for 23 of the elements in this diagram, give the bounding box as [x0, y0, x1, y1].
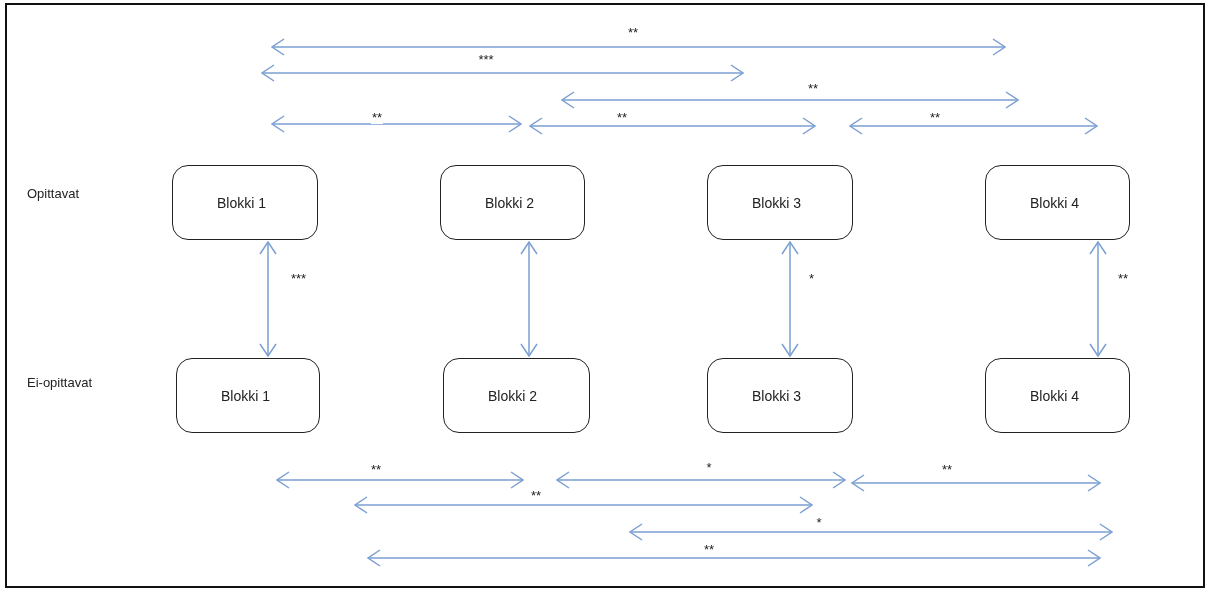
box-label: Blokki 2 [488, 387, 538, 404]
box-label: Blokki 4 [1030, 194, 1080, 211]
box-label: Blokki 4 [1030, 387, 1080, 404]
rounded-box [707, 358, 853, 433]
box-label: Blokki 1 [217, 194, 267, 211]
rounded-box [172, 165, 318, 240]
rounded-box [707, 165, 853, 240]
double-arrow [259, 241, 277, 357]
rounded-box [443, 358, 590, 433]
box-label: Blokki 3 [752, 194, 802, 211]
row-label: Opittavat [27, 186, 80, 201]
double-arrow [520, 241, 538, 357]
box-label: Blokki 2 [485, 194, 535, 211]
double-arrow [781, 241, 799, 357]
double-arrow [1089, 241, 1107, 357]
rounded-box [440, 165, 585, 240]
rounded-box [985, 358, 1130, 433]
row-label: Ei-opittavat [27, 375, 93, 390]
box-label: Blokki 1 [221, 387, 271, 404]
box-label: Blokki 3 [752, 387, 802, 404]
rounded-box [985, 165, 1130, 240]
significance-label: ** [370, 111, 384, 124]
rounded-box [176, 358, 320, 433]
